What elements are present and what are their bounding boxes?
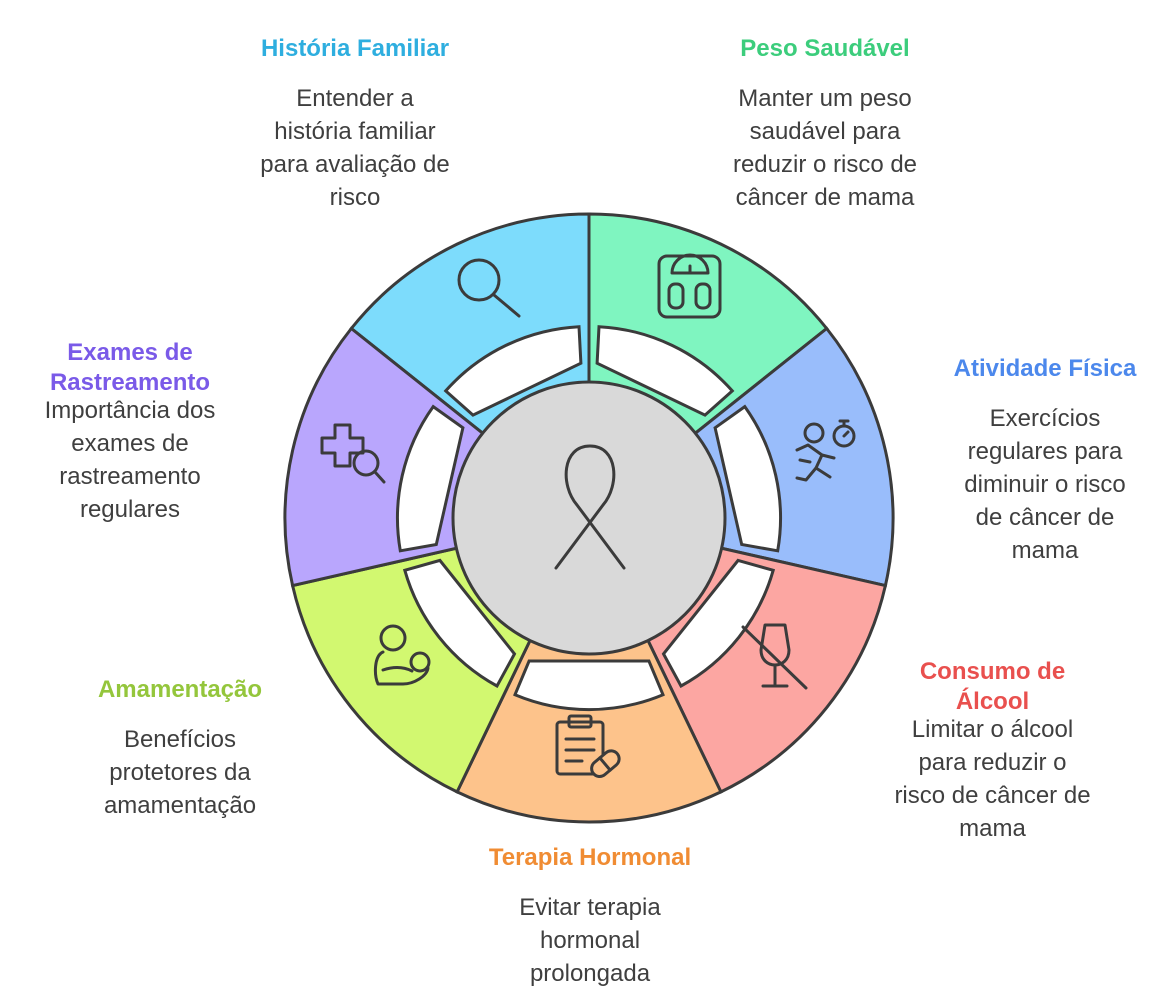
medical-search-icon xyxy=(320,423,386,484)
center-disc xyxy=(451,380,727,656)
gap-amamentacao xyxy=(402,558,517,689)
label-consumo-alcool: Consumo de Álcool Limitar o álcool para … xyxy=(865,657,1120,845)
gaps-layer xyxy=(395,325,783,712)
gap-atividade xyxy=(713,404,783,553)
mother-baby-icon xyxy=(373,624,431,686)
label-amamentacao: Amamentação Benefícios protetores da ama… xyxy=(60,675,300,822)
desc-consumo-alcool: Limitar o álcool para reduzir o risco de… xyxy=(894,716,1091,842)
title-consumo-alcool: Consumo de Álcool xyxy=(919,658,1066,715)
gap-peso xyxy=(595,325,735,417)
title-amamentacao: Amamentação xyxy=(97,676,263,703)
scale-icon xyxy=(657,253,722,319)
running-stopwatch-icon xyxy=(795,419,856,482)
title-peso-saudavel: Peso Saudável xyxy=(740,35,910,62)
label-terapia-hormonal: Terapia Hormonal Evitar terapia hormonal… xyxy=(450,843,730,990)
title-exames-rastreamento: Exames de Rastreamento xyxy=(49,339,211,396)
label-peso-saudavel: Peso Saudável Manter um peso saudável pa… xyxy=(690,34,960,214)
label-atividade-fisica: Atividade Física Exercícios regulares pa… xyxy=(925,354,1163,567)
desc-exames-rastreamento: Importância dos exames de rastreamento r… xyxy=(44,397,216,523)
gap-hormonal xyxy=(513,659,665,712)
desc-historia-familiar: Entender a história familiar para avalia… xyxy=(260,85,450,211)
gap-exames xyxy=(395,404,465,553)
desc-terapia-hormonal: Evitar terapia hormonal prolongada xyxy=(519,894,661,987)
desc-peso-saudavel: Manter um peso saudável para reduzir o r… xyxy=(732,85,918,211)
desc-atividade-fisica: Exercícios regulares para diminuir o ris… xyxy=(964,405,1126,564)
magnifier-icon xyxy=(457,258,521,318)
title-historia-familiar: História Familiar xyxy=(260,35,450,62)
title-atividade-fisica: Atividade Física xyxy=(953,355,1137,382)
label-historia-familiar: História Familiar Entender a história fa… xyxy=(220,34,490,214)
desc-amamentacao: Benefícios protetores da amamentação xyxy=(103,726,257,819)
label-exames-rastreamento: Exames de Rastreamento Importância dos e… xyxy=(10,338,250,526)
clipboard-pill-icon xyxy=(555,714,621,778)
gap-alcool xyxy=(661,558,776,689)
title-terapia-hormonal: Terapia Hormonal xyxy=(488,844,692,871)
gap-historia xyxy=(443,325,583,417)
no-wine-icon xyxy=(741,623,808,690)
awareness-ribbon-icon xyxy=(554,444,626,570)
